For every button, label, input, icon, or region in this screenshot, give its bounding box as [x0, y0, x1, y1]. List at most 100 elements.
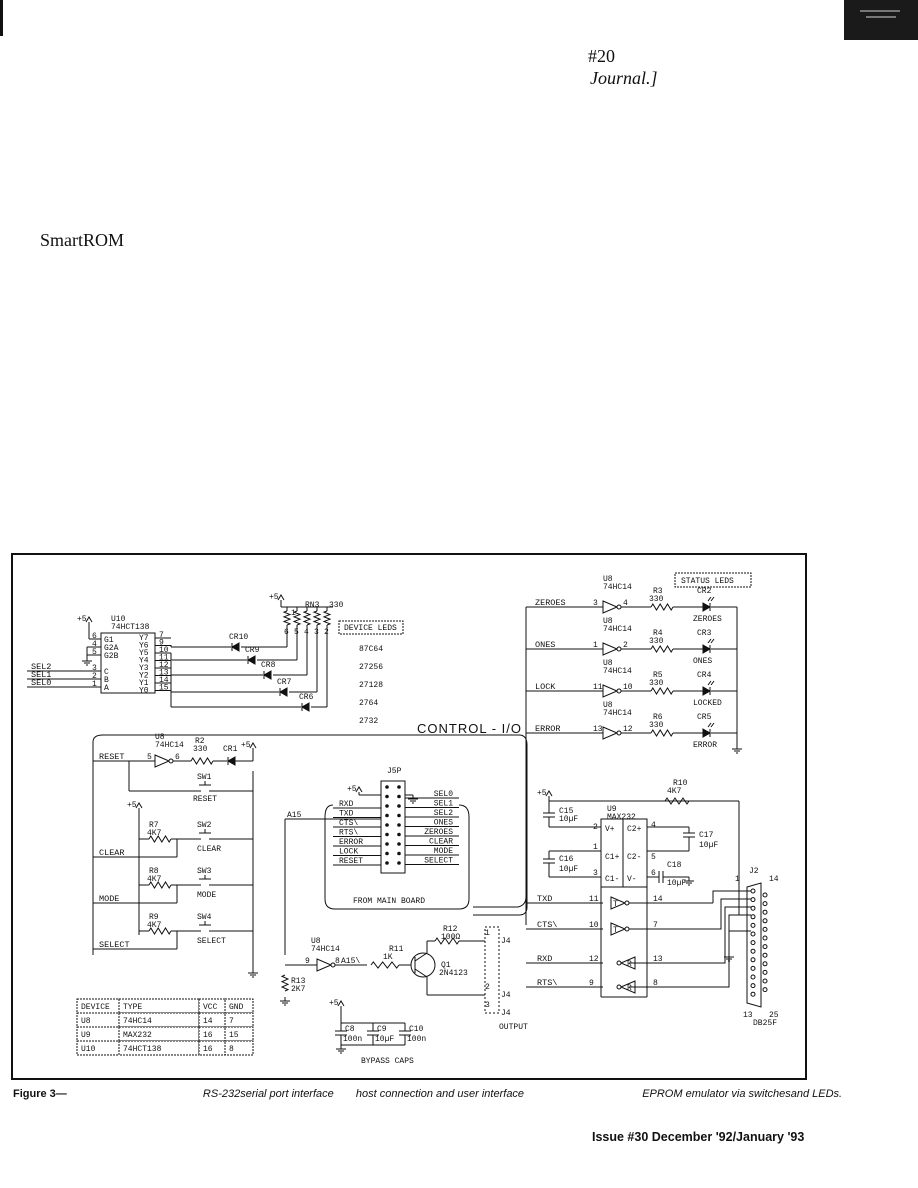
receiver-letter: R — [627, 960, 632, 969]
status-led-label: LOCKED — [693, 699, 722, 708]
status-leds-title-box — [674, 572, 752, 588]
u10-out-name: Y3 — [139, 664, 149, 673]
reset-gate-part: 74HC14 — [155, 741, 184, 750]
led-arrow-lines — [707, 596, 715, 602]
status-led-ref: CR4 — [697, 671, 712, 680]
r12-value: 100Ω — [441, 933, 460, 942]
u10-out-name: Y0 — [139, 687, 149, 696]
u10-pin-number: 5 — [92, 648, 97, 657]
rs232-signal-label: CTS\ — [537, 920, 557, 930]
j5p-pin-right — [397, 851, 401, 856]
status-gate-pin-in: 1 — [593, 641, 598, 650]
rs232-out-pin: 8 — [653, 979, 658, 988]
u10-pin-name: A — [104, 684, 109, 693]
device-type-4: 2732 — [359, 717, 378, 726]
status-leds-title: STATUS LEDS — [681, 577, 734, 586]
main-board-bundle — [324, 804, 470, 910]
db25-pin — [750, 948, 756, 954]
max232-pin-name: V+ — [605, 825, 615, 834]
issue-ref-fragment: #20 — [588, 46, 615, 66]
db25-pin — [762, 961, 768, 967]
q1-collector — [414, 952, 428, 962]
bypass-cap-value: 100n — [343, 1035, 362, 1044]
status-led-label: ONES — [693, 657, 712, 666]
status-led-ref: CR3 — [697, 629, 712, 638]
status-inverter-0 — [602, 600, 619, 614]
j5p-right-signal: SEL2 — [434, 809, 453, 818]
device-table-value: 7 — [229, 1017, 234, 1026]
status-led-CR2 — [702, 602, 712, 612]
j5p-pin-right — [397, 813, 401, 818]
c15-ref: C15 — [559, 807, 574, 816]
db25-pin — [750, 974, 756, 980]
c17-ref: C17 — [699, 831, 714, 840]
u10-out-pin: 11 — [159, 654, 169, 663]
wire — [712, 890, 751, 903]
status-resistor-value: 330 — [649, 679, 664, 688]
j2-pin: 25 — [769, 1011, 779, 1020]
j5p-right-signal: ZEROES — [424, 828, 453, 837]
db25-pin — [750, 897, 756, 903]
u10-out-pin: 15 — [159, 684, 169, 693]
switch-resistor-ref: R8 — [149, 867, 159, 876]
db25-pin — [762, 918, 768, 924]
j5p-right-signal: MODE — [434, 847, 453, 856]
driver-gate-0 — [610, 896, 627, 910]
switch-signal-label: MODE — [99, 894, 119, 904]
u10-pin-name: B — [104, 676, 109, 685]
rs232-signal-label: RXD — [537, 954, 552, 964]
status-gate-pin-out: 2 — [623, 641, 628, 650]
device-led-CR10 — [230, 642, 240, 652]
reset-pin-out: 6 — [175, 753, 180, 762]
db25-connector-shell — [746, 882, 762, 1008]
vcc-label: +5 — [329, 999, 339, 1008]
page-footer: Issue #30 December '92/January '93 — [592, 1130, 805, 1144]
reset-switch-label: RESET — [193, 795, 217, 804]
vcc-label: +5 — [537, 789, 547, 798]
reset-gate-ref: U8 — [155, 733, 165, 742]
j5p-pin-right — [397, 823, 401, 827]
r13-ref: R13 — [291, 977, 306, 986]
u10-pin-name: G2A — [104, 644, 119, 653]
reset-pin-in: 5 — [147, 753, 152, 762]
caption-part-1: RS-232serial port interface — [202, 1088, 334, 1100]
device-table-value: U9 — [81, 1031, 91, 1040]
u10-out-name: Y6 — [139, 642, 149, 651]
journal-fragment: Journal.] — [590, 68, 658, 88]
c16-capacitor — [543, 858, 555, 864]
status-gate-part: 74HC14 — [603, 625, 632, 634]
rn3-value-label: 330 — [329, 601, 344, 610]
inverter-bubble — [616, 688, 622, 694]
c18-value: 10µF — [667, 879, 686, 888]
u10-pin-name: C — [104, 668, 109, 677]
vcc-label: +5 — [241, 741, 251, 750]
u10-pin-number: 1 — [92, 680, 97, 689]
switch-signal-label: CLEAR — [99, 848, 125, 858]
rs232-out-pin: 14 — [653, 895, 663, 904]
rn3-resistor-2 — [292, 610, 302, 626]
j5p-pin-right — [397, 842, 401, 846]
device-table-cell — [224, 1040, 254, 1056]
max232-part: MAX232 — [607, 813, 636, 822]
max232-pin-num: 6 — [651, 869, 656, 878]
j5p-pin-left — [385, 861, 389, 865]
j4-ref: J4 — [501, 991, 511, 1000]
driver-bubble — [624, 926, 630, 932]
j5p-left-signal: CTS\ — [339, 819, 358, 828]
db25-pin — [750, 914, 756, 920]
u10-out-name: Y5 — [139, 649, 149, 658]
device-type-3: 2764 — [359, 699, 378, 708]
r12-ref: R12 — [443, 925, 458, 934]
u10-out-pin: 10 — [159, 646, 169, 655]
switch-symbol-0 — [193, 829, 217, 840]
max232-pin-name: C1- — [605, 875, 619, 884]
control-io-label: CONTROL - I/O — [417, 721, 522, 736]
j5p-right-signal: ONES — [434, 819, 453, 828]
db25-pin — [750, 991, 756, 997]
max232-pin-num: 5 — [651, 853, 656, 862]
rs232-in-pin: 10 — [589, 921, 599, 930]
device-led-ref: CR7 — [277, 678, 292, 687]
j4-ref: J4 — [501, 1009, 511, 1018]
j5p-pin-left — [385, 832, 389, 837]
c16-value: 10µF — [559, 865, 578, 874]
